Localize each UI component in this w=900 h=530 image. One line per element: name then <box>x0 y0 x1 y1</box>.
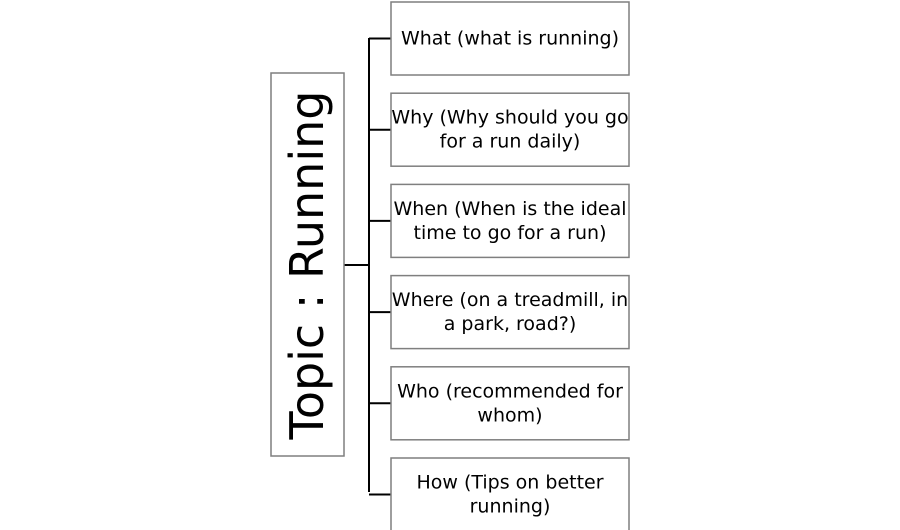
connectors <box>343 37 391 496</box>
topic-frame <box>270 72 345 457</box>
subtopic-boxes: What (what is running) Why (Why should yo… <box>390 1 630 530</box>
subtopic-frame <box>390 274 630 350</box>
topic-box: Topic : Running <box>270 72 345 457</box>
subtopic-label: for a run daily) <box>440 131 581 153</box>
subtopic-frame <box>390 92 630 167</box>
subtopic-frame <box>390 183 630 259</box>
branch-connectors <box>369 37 391 496</box>
subtopic-box: What (what is running) <box>390 1 630 76</box>
subtopic-label: What (what is running) <box>401 28 619 50</box>
subtopic-frame <box>390 457 630 530</box>
subtopic-label: whom) <box>477 404 542 426</box>
topic-label: Topic : Running <box>280 91 334 441</box>
subtopic-label: Why (Why should you go <box>391 107 628 129</box>
subtopic-label: time to go for a run) <box>414 222 607 244</box>
subtopic-label: Who (recommended for <box>397 380 623 402</box>
subtopic-label: Where (on a treadmill, in <box>392 289 628 311</box>
subtopic-box: Where (on a treadmill, ina park, road?) <box>390 274 630 350</box>
subtopic-label: When (When is the ideal <box>393 198 626 220</box>
subtopic-frame <box>390 366 630 441</box>
subtopic-label: a park, road?) <box>444 313 577 335</box>
subtopic-frame <box>390 1 630 76</box>
subtopic-label: How (Tips on better <box>416 472 603 494</box>
subtopic-label: running) <box>470 496 551 518</box>
